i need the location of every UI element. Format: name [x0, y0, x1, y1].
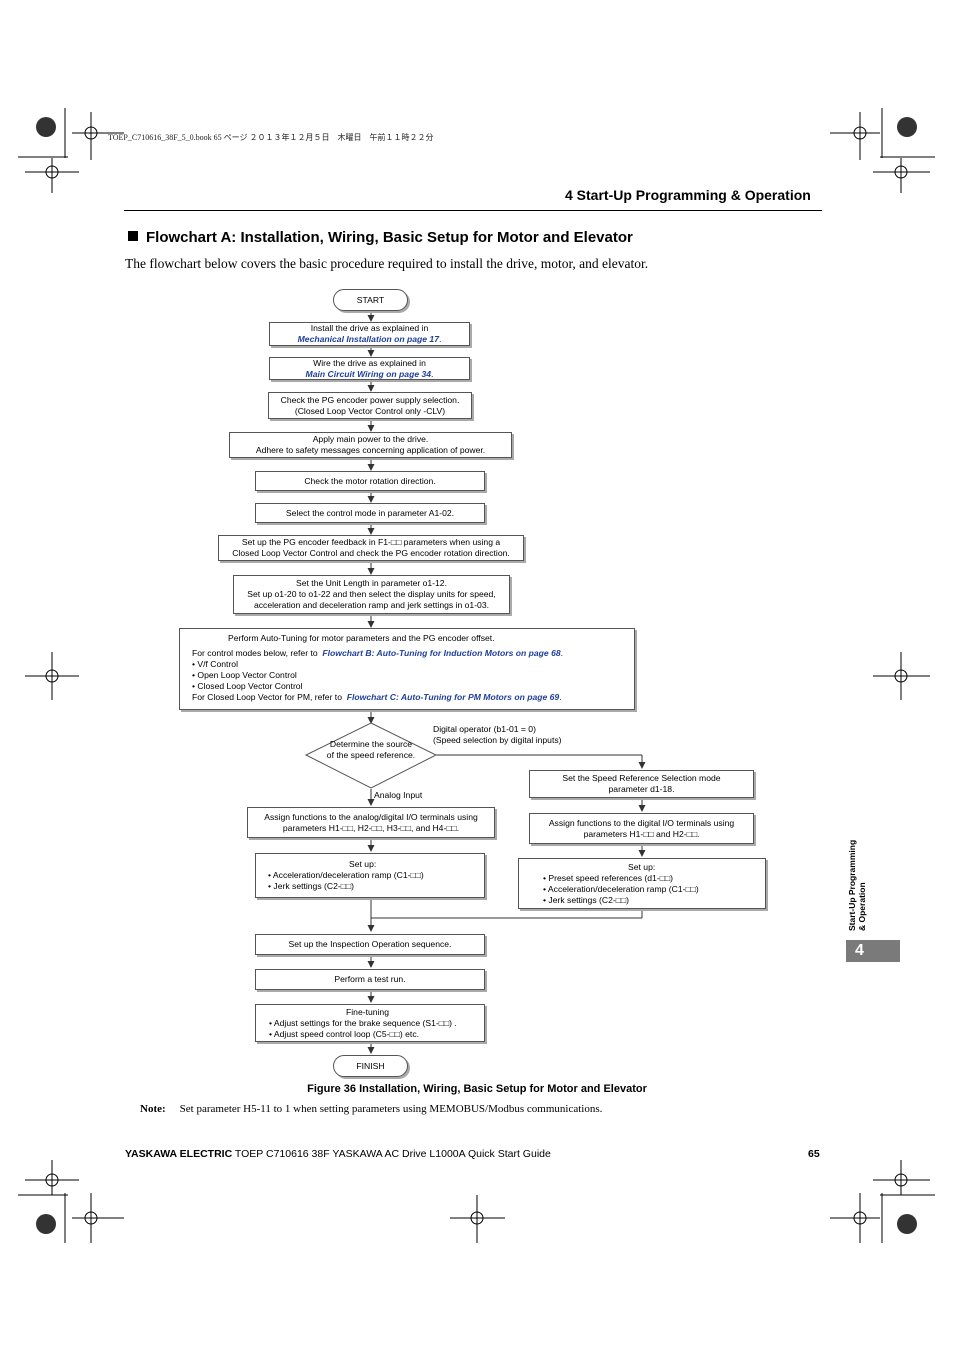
step12-bullet1: • Adjust settings for the brake sequence…	[269, 1017, 457, 1028]
step3-line1: Check the PG encoder power supply select…	[280, 394, 460, 405]
step4-line1: Apply main power to the drive.	[312, 434, 429, 444]
step-setup-digital: Set up: • Preset speed references (d1-□□…	[518, 858, 766, 909]
step-assign-analog-io: Assign functions to the analog/digital I…	[247, 807, 495, 838]
r2-line1: Assign functions to the digital I/O term…	[548, 817, 735, 828]
step-assign-digital-io: Assign functions to the digital I/O term…	[529, 813, 754, 844]
r3-bullet1: • Preset speed references (d1-□□)	[543, 872, 673, 883]
square-bullet-icon	[128, 231, 138, 241]
step-unit-length: Set the Unit Length in parameter o1-12. …	[233, 575, 510, 614]
main-circuit-wiring-link[interactable]: Main Circuit Wiring on page 34	[305, 368, 432, 379]
step9-bullet-vf: • V/f Control	[192, 659, 238, 669]
footer: YASKAWA ELECTRIC TOEP C710616 38F YASKAW…	[125, 1148, 551, 1160]
step10-text: Set up the Inspection Operation sequence…	[288, 939, 452, 949]
note-label: Note:	[140, 1103, 166, 1115]
side-tab-label: Start-Up Programming& Operation	[843, 826, 871, 931]
mechanical-installation-link[interactable]: Mechanical Installation on page 17	[297, 334, 439, 344]
analog-input-label: Analog Input	[374, 790, 423, 800]
period-text: .	[560, 648, 564, 658]
step9-line1: Perform Auto-Tuning for motor parameters…	[228, 633, 495, 643]
digital-label-line2: (Speed selection by digital inputs)	[433, 735, 562, 745]
decision-diamond	[304, 722, 438, 789]
step7-line1: Set up the PG encoder feedback in F1-□□ …	[241, 537, 501, 547]
step-check-rotation: Check the motor rotation direction.	[255, 471, 485, 491]
step12-bullet2: • Adjust speed control loop (C5-□□) etc.	[269, 1028, 420, 1039]
step6-text: Select the control mode in parameter A1-…	[285, 507, 455, 518]
l1-line2: parameters H1-□□, H2-□□, H3-□□, and H4-□…	[282, 822, 460, 833]
step-auto-tuning: Perform Auto-Tuning for motor parameters…	[179, 628, 635, 710]
l2-bullet1: • Acceleration/deceleration ramp (C1-□□)	[268, 870, 424, 880]
flowchart-b-link[interactable]: Flowchart B: Auto-Tuning for Induction M…	[322, 648, 561, 658]
step9-bullet-olv: • Open Loop Vector Control	[192, 670, 297, 680]
step8-line1: Set the Unit Length in parameter o1-12.	[296, 578, 447, 588]
step-setup-analog: Set up: • Acceleration/deceleration ramp…	[255, 853, 485, 898]
step-install-drive: Install the drive as explained in Mechan…	[269, 322, 470, 346]
note-text: Set parameter H5-11 to 1 when setting pa…	[179, 1103, 603, 1115]
flowchart-c-link[interactable]: Flowchart C: Auto-Tuning for PM Motors o…	[346, 692, 560, 702]
step8-line3: acceleration and deceleration ramp and j…	[253, 600, 490, 610]
r3-title: Set up:	[628, 861, 656, 872]
side-tab-line2: & Operation	[857, 882, 867, 931]
step3-line2: (Closed Loop Vector Control only -CLV)	[294, 405, 446, 416]
step9-line3: For Closed Loop Vector for PM, refer to	[192, 692, 342, 702]
step8-line2: Set up o1-20 to o1-22 and then select th…	[247, 589, 496, 599]
step-check-pg-power: Check the PG encoder power supply select…	[268, 392, 472, 419]
heading-text: Flowchart A: Installation, Wiring, Basic…	[146, 229, 633, 246]
header-rule	[124, 210, 822, 211]
step-apply-power: Apply main power to the drive. Adhere to…	[229, 432, 512, 458]
step4-line2: Adhere to safety messages concerning app…	[255, 445, 486, 455]
l1-line1: Assign functions to the analog/digital I…	[264, 811, 478, 822]
digital-operator-label: Digital operator (b1-01 = 0) (Speed sele…	[433, 724, 562, 746]
page-heading: Flowchart A: Installation, Wiring, Basic…	[128, 229, 633, 246]
intro-paragraph: The flowchart below covers the basic pro…	[125, 256, 649, 271]
l2-title: Set up:	[349, 859, 377, 869]
period-text: .	[438, 334, 442, 344]
step-select-control-mode: Select the control mode in parameter A1-…	[255, 503, 485, 523]
step-install-text: Install the drive as explained in	[310, 323, 429, 333]
l2-bullet2: • Jerk settings (C2-□□)	[268, 881, 354, 891]
step-pg-feedback: Set up the PG encoder feedback in F1-□□ …	[218, 535, 524, 561]
step12-title: Fine-tuning	[346, 1006, 389, 1017]
step7-line2: Closed Loop Vector Control and check the…	[232, 548, 510, 558]
step9-bullet-clv: • Closed Loop Vector Control	[192, 681, 303, 691]
r3-bullet3: • Jerk settings (C2-□□)	[543, 894, 629, 905]
step11-text: Perform a test run.	[334, 974, 406, 984]
step-wire-text: Wire the drive as explained in	[313, 357, 426, 368]
r2-line2: parameters H1-□□ and H2-□□.	[583, 828, 700, 839]
step-test-run: Perform a test run.	[255, 969, 485, 990]
section-title: 4 Start-Up Programming & Operation	[565, 187, 811, 203]
decision-text: Determine the source of the speed refere…	[326, 739, 416, 760]
finish-terminal: FINISH	[333, 1055, 408, 1077]
print-header: TOEP_C710616_38F_5_0.book 65 ページ ２０１３年１２…	[108, 133, 434, 142]
r1-line2: parameter d1-18.	[608, 784, 675, 794]
digital-label-line1: Digital operator (b1-01 = 0)	[433, 724, 536, 734]
step5-text: Check the motor rotation direction.	[304, 475, 436, 486]
step9-line2: For control modes below, refer to	[192, 648, 318, 658]
step-speed-ref-selection: Set the Speed Reference Selection mode p…	[529, 770, 754, 798]
note: Note: Set parameter H5-11 to 1 when setti…	[140, 1103, 602, 1115]
step-fine-tuning: Fine-tuning • Adjust settings for the br…	[255, 1004, 485, 1042]
period-text: .	[559, 692, 562, 702]
start-terminal: START	[333, 289, 408, 311]
page-number: 65	[808, 1148, 820, 1160]
chapter-tab[interactable]: 4	[846, 940, 900, 962]
step-wire-drive: Wire the drive as explained in Main Circ…	[269, 357, 470, 380]
footer-brand: YASKAWA ELECTRIC	[125, 1148, 233, 1160]
r3-bullet2: • Acceleration/deceleration ramp (C1-□□)	[543, 883, 699, 894]
footer-text: TOEP C710616 38F YASKAWA AC Drive L1000A…	[232, 1148, 551, 1160]
r1-line1: Set the Speed Reference Selection mode	[562, 773, 721, 783]
figure-caption: Figure 36 Installation, Wiring, Basic Se…	[307, 1083, 647, 1095]
step-inspection-sequence: Set up the Inspection Operation sequence…	[255, 934, 485, 955]
side-tab-line1: Start-Up Programming	[847, 839, 857, 931]
period-text: .	[431, 368, 434, 379]
